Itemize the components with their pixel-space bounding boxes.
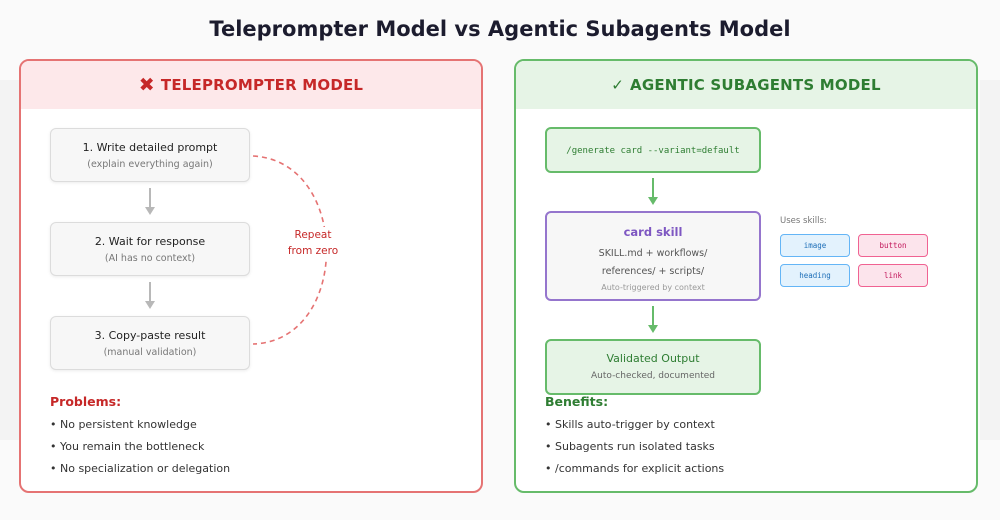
skill-line: references/ + scripts/ (601, 266, 705, 277)
skill-line: SKILL.md + workflows/ (598, 248, 708, 259)
repeat-label-line2: from zero (287, 245, 339, 257)
check-mark-icon: ✓ (611, 76, 625, 94)
repeat-label: Repeat from zero (283, 227, 343, 259)
card-skill-box: card skill SKILL.md + workflows/ referen… (545, 211, 761, 301)
step-subtitle: (AI has no context) (104, 253, 196, 264)
skill-tag-link: link (858, 264, 928, 287)
benefit-item: • Skills auto-trigger by context (545, 418, 715, 431)
problems-list: • No persistent knowledge • You remain t… (50, 417, 230, 483)
output-subtitle: Auto-checked, documented (591, 371, 715, 381)
step-write-prompt: 1. Write detailed prompt (explain everyt… (50, 128, 250, 182)
skill-description: SKILL.md + workflows/ references/ + scri… (547, 245, 759, 281)
background-band-left (0, 80, 20, 440)
skill-tag-image: image (780, 234, 850, 257)
benefits-title: Benefits: (545, 394, 609, 409)
skill-name: card skill (623, 225, 683, 239)
page-title: Teleprompter Model vs Agentic Subagents … (209, 17, 791, 41)
problem-item: • You remain the bottleneck (50, 440, 205, 453)
down-arrow-icon (648, 306, 658, 333)
validated-output-box: Validated Output Auto-checked, documente… (545, 339, 761, 395)
step-title: 2. Wait for response (94, 235, 206, 248)
down-arrow-icon (145, 188, 155, 215)
benefit-item: • Subagents run isolated tasks (545, 440, 715, 453)
step-wait-response: 2. Wait for response (AI has no context) (50, 222, 250, 276)
agentic-header-label: AGENTIC SUBAGENTS MODEL (630, 76, 881, 94)
step-copy-paste: 3. Copy-paste result (manual validation) (50, 316, 250, 370)
step-title: 1. Write detailed prompt (82, 141, 218, 154)
uses-skills-label: Uses skills: (780, 216, 827, 226)
step-subtitle: (explain everything again) (87, 159, 213, 170)
agentic-header: ✓ AGENTIC SUBAGENTS MODEL (516, 61, 976, 109)
command-text: /generate card --variant=default (566, 146, 740, 156)
skill-note: Auto-triggered by context (601, 283, 705, 292)
output-title: Validated Output (606, 352, 700, 365)
skill-tag-heading: heading (780, 264, 850, 287)
skill-tag-button: button (858, 234, 928, 257)
down-arrow-icon (145, 282, 155, 309)
repeat-label-line1: Repeat (294, 229, 332, 241)
benefits-list: • Skills auto-trigger by context • Subag… (545, 417, 724, 483)
cross-mark-icon: ✖ (138, 74, 155, 96)
repeat-loop-arrow (252, 155, 328, 345)
teleprompter-header-label: TELEPROMPTER MODEL (160, 76, 364, 94)
background-band-right (980, 80, 1000, 440)
agentic-panel: ✓ AGENTIC SUBAGENTS MODEL /generate card… (514, 59, 978, 493)
problem-item: • No persistent knowledge (50, 418, 197, 431)
down-arrow-icon (648, 178, 658, 205)
step-title: 3. Copy-paste result (94, 329, 206, 342)
benefit-item: • /commands for explicit actions (545, 462, 725, 475)
teleprompter-panel: ✖ TELEPROMPTER MODEL 1. Write detailed p… (19, 59, 483, 493)
teleprompter-header: ✖ TELEPROMPTER MODEL (21, 61, 481, 109)
step-subtitle: (manual validation) (103, 347, 197, 358)
problem-item: • No specialization or delegation (50, 462, 231, 475)
problems-title: Problems: (50, 394, 122, 409)
command-box: /generate card --variant=default (545, 127, 761, 173)
